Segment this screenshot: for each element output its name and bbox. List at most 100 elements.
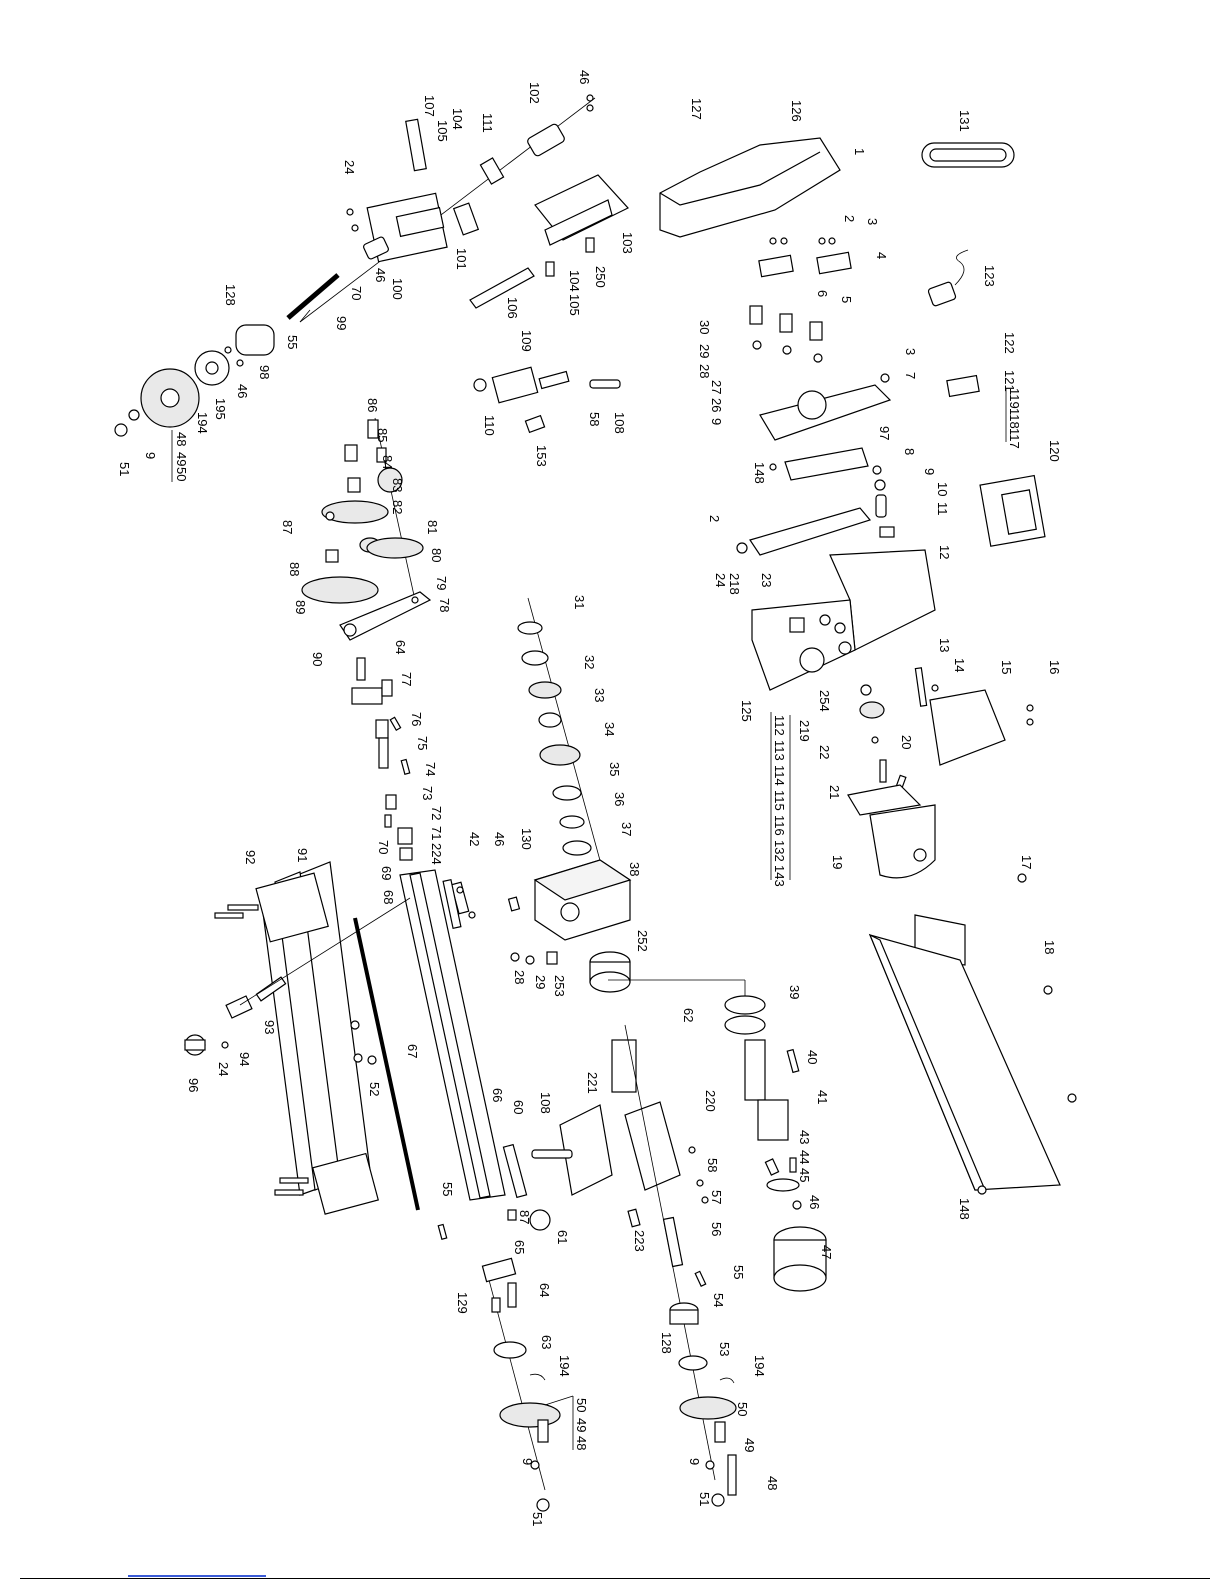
callout: 107 — [422, 95, 437, 117]
callout: 48 — [765, 1476, 780, 1490]
callout: 48 — [574, 1436, 589, 1450]
callout: 105 — [567, 294, 582, 316]
callout: 117 — [1007, 428, 1022, 449]
callout: 102 — [527, 82, 542, 104]
callout: 69 — [379, 866, 394, 880]
callout: 253 — [552, 975, 567, 997]
switch-group — [946, 374, 1046, 547]
callout: 29 — [533, 975, 548, 989]
callout: 16 — [1047, 660, 1062, 674]
callout: 64 — [393, 640, 408, 654]
callout: 94 — [237, 1052, 252, 1066]
callout: 54 — [711, 1293, 726, 1307]
callout: 148 — [957, 1198, 972, 1220]
callout: 76 — [409, 712, 424, 726]
callout: 81 — [425, 520, 440, 534]
callout: 10 — [935, 482, 950, 496]
callout: 42 — [467, 832, 482, 846]
callout: 51 — [697, 1492, 712, 1506]
callout: 14 — [952, 658, 967, 672]
callout: 37 — [619, 822, 634, 836]
belt-cover-group — [659, 137, 1015, 238]
cross-slide-group — [114, 94, 596, 437]
callout: 106 — [505, 297, 520, 319]
spindle-bearing-lower — [510, 951, 746, 1000]
callout: 82 — [390, 500, 405, 514]
callout: 18 — [1042, 940, 1057, 954]
callout: 108 — [612, 412, 627, 434]
callout: 66 — [490, 1088, 505, 1102]
callout: 57 — [709, 1190, 724, 1204]
callout: 195 — [213, 398, 228, 420]
callout: 224 — [429, 843, 444, 865]
callout: 49 — [742, 1438, 757, 1452]
callout: 79 — [434, 576, 449, 590]
callout: 73 — [420, 786, 435, 800]
callout: 22 — [817, 745, 832, 759]
callout: 77 — [399, 672, 414, 686]
spindle-shaft-group — [611, 995, 800, 1141]
callout: 9 — [709, 418, 724, 425]
callout: 63 — [539, 1335, 554, 1349]
callout: 58 — [705, 1158, 720, 1172]
callout: 2 — [707, 515, 722, 522]
callout: 3 — [903, 348, 918, 355]
lever-109-group — [473, 366, 621, 434]
callout: 84 — [380, 455, 395, 469]
callout: 12 — [937, 545, 952, 559]
callout: 23 — [759, 573, 774, 587]
callout: 223 — [632, 1230, 647, 1252]
callout: 74 — [423, 762, 438, 776]
callout: 114 — [772, 765, 787, 786]
lathe-bed-base-group — [868, 873, 1077, 1195]
callout: 46 — [492, 832, 507, 846]
callout: 128 — [223, 284, 238, 306]
callout: 131 — [957, 110, 972, 132]
callout: 2 — [842, 215, 857, 222]
callout: 50 — [574, 1398, 589, 1412]
callout: 121 — [1002, 370, 1017, 392]
callout: 50 — [735, 1402, 750, 1416]
callout: 100 — [390, 278, 405, 300]
callout: 96 — [186, 1078, 201, 1092]
callout: 20 — [899, 735, 914, 749]
callout: 58 — [587, 412, 602, 426]
callout: 104 — [450, 108, 465, 130]
callout: 41 — [815, 1090, 830, 1104]
callout: 8 — [902, 448, 917, 455]
callout: 254 — [817, 690, 832, 712]
chuck-flange-group — [764, 1157, 827, 1292]
callout: 15 — [999, 660, 1014, 674]
guard-plate-group — [736, 447, 895, 556]
callout: 68 — [381, 890, 396, 904]
callout: 90 — [310, 652, 325, 666]
callout: 39 — [787, 985, 802, 999]
callout: 85 — [375, 428, 390, 442]
callout: 109 — [519, 330, 534, 352]
lower-left-handwheel-group — [481, 1257, 561, 1512]
leadscrew-gear-group — [351, 657, 413, 861]
callout: 3 — [865, 218, 880, 225]
callout: 122 — [1002, 332, 1017, 354]
callout: 9 — [687, 1458, 702, 1465]
callout: 62 — [681, 1008, 696, 1022]
callout: 93 — [262, 1020, 277, 1034]
callout: 61 — [555, 1230, 570, 1244]
callout: 115 — [772, 790, 787, 811]
callout: 46 — [235, 384, 250, 398]
callout: 250 — [593, 266, 608, 288]
callout: 221 — [585, 1072, 600, 1094]
footer-link-underline[interactable] — [128, 1575, 266, 1577]
callout: 19 — [830, 855, 845, 869]
callout: 132 — [772, 840, 787, 862]
callout: 47 — [819, 1245, 834, 1259]
callout: 218 — [727, 573, 742, 595]
callout: 29 — [697, 344, 712, 358]
hinge-group — [758, 237, 852, 278]
callout: 46 — [577, 70, 592, 84]
callout: 50 — [174, 467, 189, 481]
footer-rule — [20, 1578, 1210, 1579]
callout: 92 — [243, 850, 258, 864]
